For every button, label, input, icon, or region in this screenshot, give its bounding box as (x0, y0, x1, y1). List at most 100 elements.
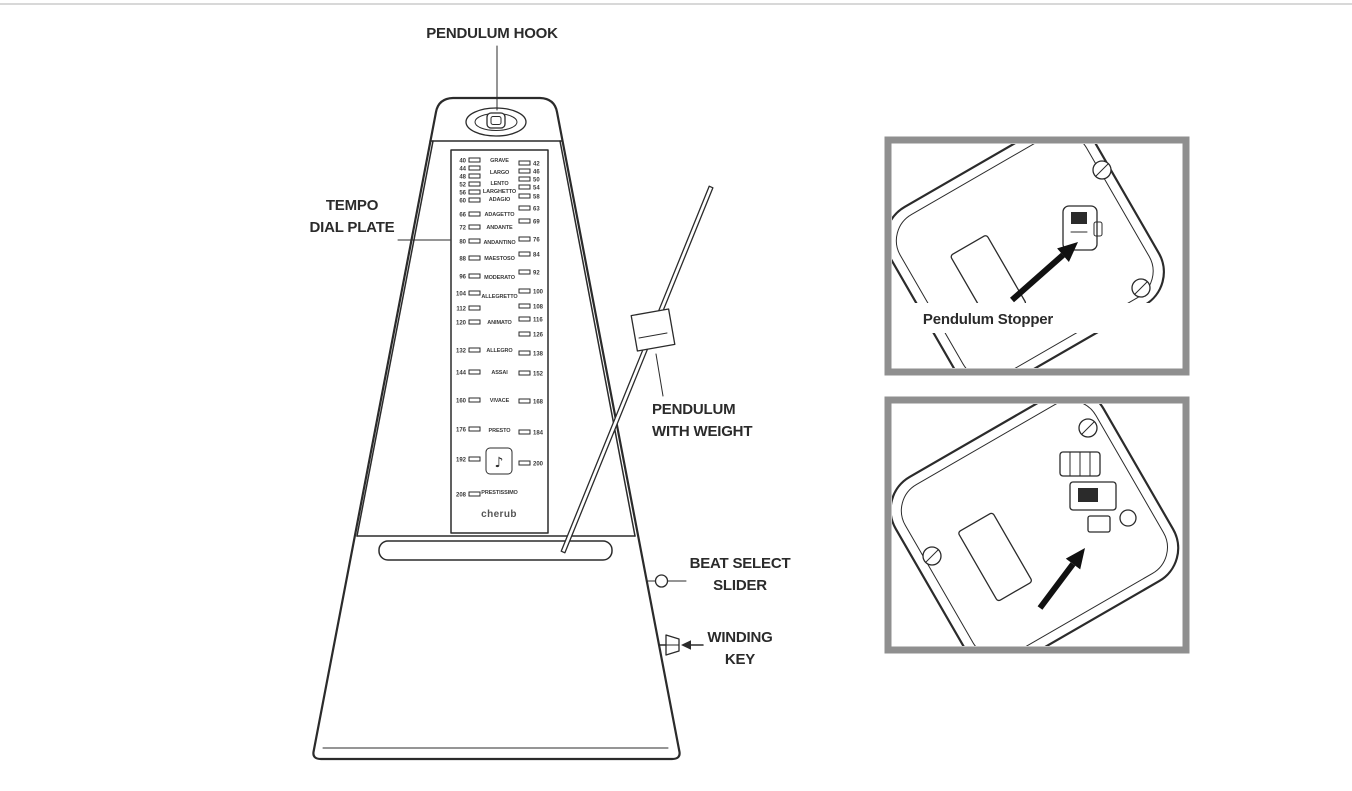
tempo-number: 76 (533, 238, 540, 244)
tempo-number: 160 (456, 399, 467, 405)
tick-mark (468, 397, 481, 403)
tempo-term: ASSAI (491, 370, 508, 376)
tick-mark (468, 456, 481, 462)
inset2-label-sticker (958, 512, 1032, 602)
music-note-icon: ♪ (485, 447, 513, 475)
pendulum-stopper-open-mechanism (1059, 451, 1137, 533)
tick-mark (468, 369, 481, 375)
tempo-number: 108 (533, 305, 544, 311)
inset1-screw-right (1131, 278, 1151, 298)
tempo-number: 152 (533, 372, 544, 378)
face-left-edge (356, 140, 434, 537)
tempo-number: 100 (533, 290, 544, 296)
tick-mark (518, 460, 531, 466)
tempo-scale-left: 4044485256606672808896104112120132144160… (456, 157, 481, 499)
tick-mark (518, 288, 531, 294)
inset1-label-band (893, 303, 1181, 333)
tempo-term: ANDANTINO (483, 240, 516, 246)
tick-mark (468, 347, 481, 353)
tick-mark (518, 331, 531, 337)
pendulum-weight-slot (638, 332, 668, 339)
tempo-number: 72 (459, 226, 466, 232)
tempo-number: 120 (456, 321, 467, 327)
tempo-number: 96 (459, 275, 466, 281)
tempo-term: ALLEGRETTO (481, 294, 518, 300)
inset-pendulum-stopper-closed: Pendulum Stopper (884, 136, 1190, 376)
tempo-number: 104 (456, 292, 467, 298)
tempo-dial-plate-label-1: TEMPO (326, 197, 379, 214)
metronome-body-outline (312, 96, 681, 761)
tick-mark (468, 181, 481, 187)
tempo-term: GRAVE (490, 158, 509, 164)
inset2-screw-top (1078, 418, 1098, 438)
inset-pendulum-stopper-open (884, 396, 1190, 654)
tick-mark (518, 316, 531, 322)
pendulum-weight (630, 308, 676, 352)
tempo-term: LARGO (490, 170, 510, 176)
tempo-number: 184 (533, 431, 544, 437)
tick-mark (518, 160, 531, 166)
tick-mark (468, 426, 481, 432)
tempo-number: 208 (456, 493, 467, 499)
tick-mark (518, 193, 531, 199)
tick-mark (468, 211, 481, 217)
tempo-number: 192 (456, 458, 467, 464)
tempo-number: 66 (459, 213, 466, 219)
tempo-scale-right: 4246505458636976849210010811612613815216… (518, 160, 544, 468)
tempo-terms: GRAVELARGOLENTOLARGHETTOADAGIOADAGETTOAN… (481, 158, 518, 496)
tick-mark (468, 491, 481, 497)
inset1-frame (884, 136, 1190, 376)
inset1-arrow (1010, 242, 1078, 303)
tick-mark (518, 218, 531, 224)
inset2-screw-left (922, 546, 942, 566)
tempo-term: PRESTISSIMO (481, 490, 518, 496)
brand-logo: cherub (481, 509, 517, 520)
pendulum-with-weight-label-2: WITH WEIGHT (652, 423, 752, 440)
beat-select-slider-knob (646, 574, 669, 588)
tempo-dial-plate-label-2: DIAL PLATE (310, 219, 395, 236)
tempo-term: VIVACE (490, 398, 510, 404)
tick-mark (468, 290, 481, 296)
tempo-dial-plate: 4044485256606672808896104112120132144160… (450, 149, 549, 534)
tempo-number: 60 (459, 199, 466, 205)
tick-mark (518, 269, 531, 275)
winding-key-knob (658, 634, 680, 656)
tick-mark (518, 303, 531, 309)
tempo-number: 50 (533, 178, 540, 184)
tempo-term: LENTO (490, 181, 509, 187)
tempo-number: 144 (456, 371, 467, 377)
tick-mark (518, 251, 531, 257)
tempo-number: 54 (533, 186, 540, 192)
tempo-number: 92 (533, 271, 540, 277)
tempo-number: 58 (533, 195, 540, 201)
pendulum-with-weight-label-1: PENDULUM (652, 401, 735, 418)
tick-mark (518, 398, 531, 404)
pendulum-well (378, 540, 613, 561)
label-tempo-dial-plate: TEMPO DIAL PLATE (310, 197, 451, 241)
inset1-screw-top (1092, 160, 1112, 180)
pendulum-hook (465, 107, 527, 137)
tempo-number: 69 (533, 220, 540, 226)
tempo-term: ANIMATO (487, 320, 512, 326)
tempo-number: 48 (459, 175, 466, 181)
beat-select-slider-label-2: SLIDER (713, 577, 767, 594)
tempo-number: 80 (459, 240, 466, 246)
inset2-frame (884, 396, 1190, 654)
tick-mark (468, 319, 481, 325)
winding-key-label-2: KEY (725, 651, 755, 668)
tick-mark (518, 429, 531, 435)
tick-mark (518, 176, 531, 182)
winding-key-label-1: WINDING (707, 629, 772, 646)
tick-mark (468, 255, 481, 261)
face-right-edge (559, 140, 636, 537)
tempo-number: 168 (533, 400, 544, 406)
tempo-term: LARGHETTO (483, 189, 517, 195)
svg-text:♪: ♪ (495, 455, 504, 471)
tempo-number: 116 (533, 318, 543, 324)
label-beat-select-slider: BEAT SELECT SLIDER (667, 555, 791, 594)
tempo-number: 138 (533, 352, 544, 358)
tempo-number: 112 (456, 307, 466, 313)
tempo-term: ALLEGRO (486, 348, 513, 354)
tick-mark (468, 165, 481, 171)
